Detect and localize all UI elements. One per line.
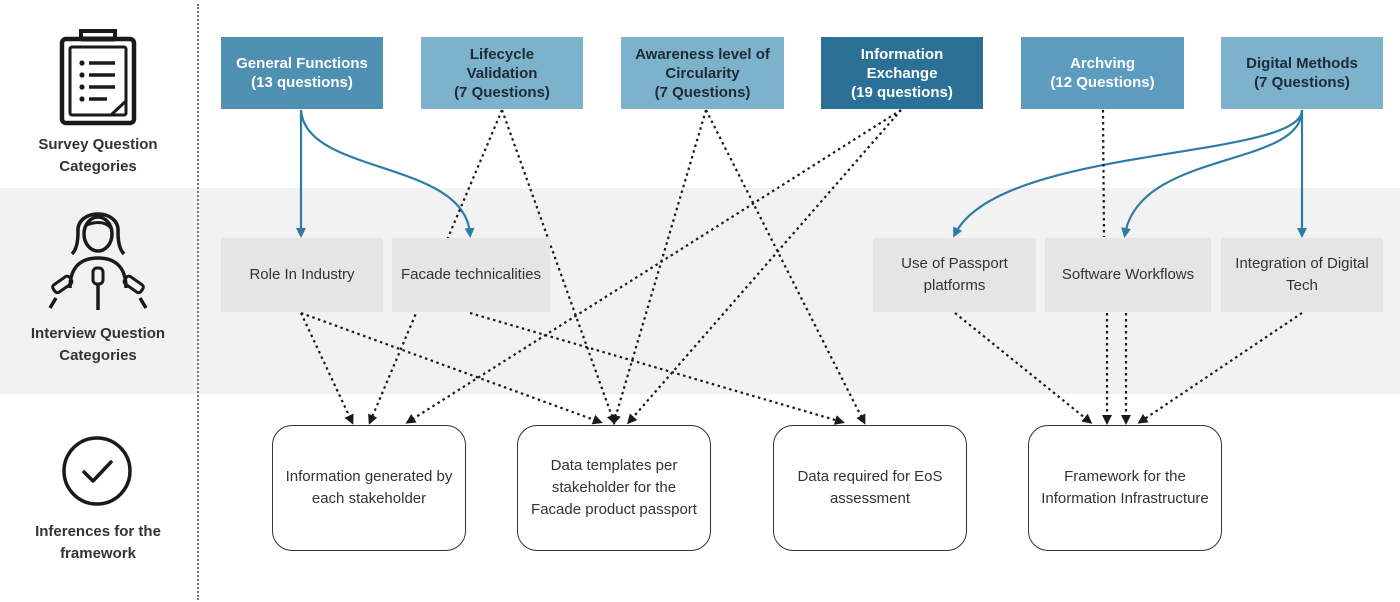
interview-box-software: Software Workflows: [1045, 238, 1211, 312]
survey-title: Lifecycle Validation: [466, 45, 538, 82]
dotted-arrow-role-templates: [300, 311, 603, 425]
survey-count: (7 Questions): [654, 83, 751, 101]
dotted-arrow-facade-eos: [469, 311, 845, 425]
survey-count: (7 Questions): [1254, 74, 1350, 91]
survey-title: Archving: [1069, 55, 1135, 72]
dotted-arrow-lifecycle-templates: [500, 109, 617, 425]
clipboard-icon: [59, 29, 137, 126]
survey-count: (19 questions): [851, 83, 953, 101]
dotted-arrow-awareness-eos: [705, 109, 866, 425]
survey-title: Digital Methods: [1246, 55, 1358, 72]
interview-box-integration: Integration of Digital Tech: [1221, 238, 1383, 312]
dotted-arrow-exchange-info: [405, 109, 902, 424]
survey-box-exchange: Information Exchange(19 questions): [821, 37, 983, 109]
survey-title: Awareness level of Circularity: [635, 45, 770, 82]
survey-title: Information Exchange: [860, 45, 944, 82]
survey-box-awareness: Awareness level of Circularity(7 Questio…: [621, 37, 784, 109]
solid-arrow-digital-passport: [953, 109, 1304, 238]
survey-count: (7 Questions): [454, 83, 550, 101]
dotted-arrow-integration-framework: [1137, 312, 1303, 424]
dotted-arrow-awareness-templates: [611, 109, 708, 425]
row-label-inference: Inferences for the framework: [35, 523, 161, 562]
dotted-arrow-archiving-framework: [1101, 109, 1106, 238]
survey-title: General Functions: [236, 55, 368, 72]
survey-box-digital: Digital Methods (7 Questions): [1221, 37, 1383, 109]
inference-box-info-generated: Information generated by each stakeholde…: [272, 425, 466, 551]
survey-count: (13 questions): [251, 74, 353, 91]
solid-arrow-digital-software: [1121, 109, 1304, 238]
vertical-divider: [197, 4, 199, 600]
survey-box-lifecycle: Lifecycle Validation(7 Questions): [421, 37, 583, 109]
checkmark-circle-icon: [62, 436, 132, 506]
interview-box-facade: Facade technicalities: [392, 238, 550, 312]
solid-arrow-general-facade: [299, 109, 475, 238]
survey-box-archiving: Archving (12 Questions): [1021, 37, 1184, 109]
dotted-arrow-role-info: [300, 312, 354, 425]
interview-box-passport: Use of Passport platforms: [873, 238, 1036, 312]
row-label-survey: Survey Question Categories: [38, 136, 158, 175]
interviewer-icon: [48, 212, 148, 310]
dotted-arrow-exchange-templates: [627, 109, 902, 425]
inference-box-eos-data: Data required for EoS assessment: [773, 425, 967, 551]
survey-box-general: General Functions (13 questions): [221, 37, 383, 109]
inference-box-framework: Framework for the Information Infrastruc…: [1028, 425, 1222, 551]
inference-box-data-templates: Data templates per stakeholder for the F…: [517, 425, 711, 551]
survey-count: (12 Questions): [1050, 74, 1155, 91]
dotted-arrow-passport-framework: [954, 312, 1093, 424]
interview-box-role: Role In Industry: [221, 238, 383, 312]
row-label-interview: Interview Question Categories: [30, 325, 166, 364]
